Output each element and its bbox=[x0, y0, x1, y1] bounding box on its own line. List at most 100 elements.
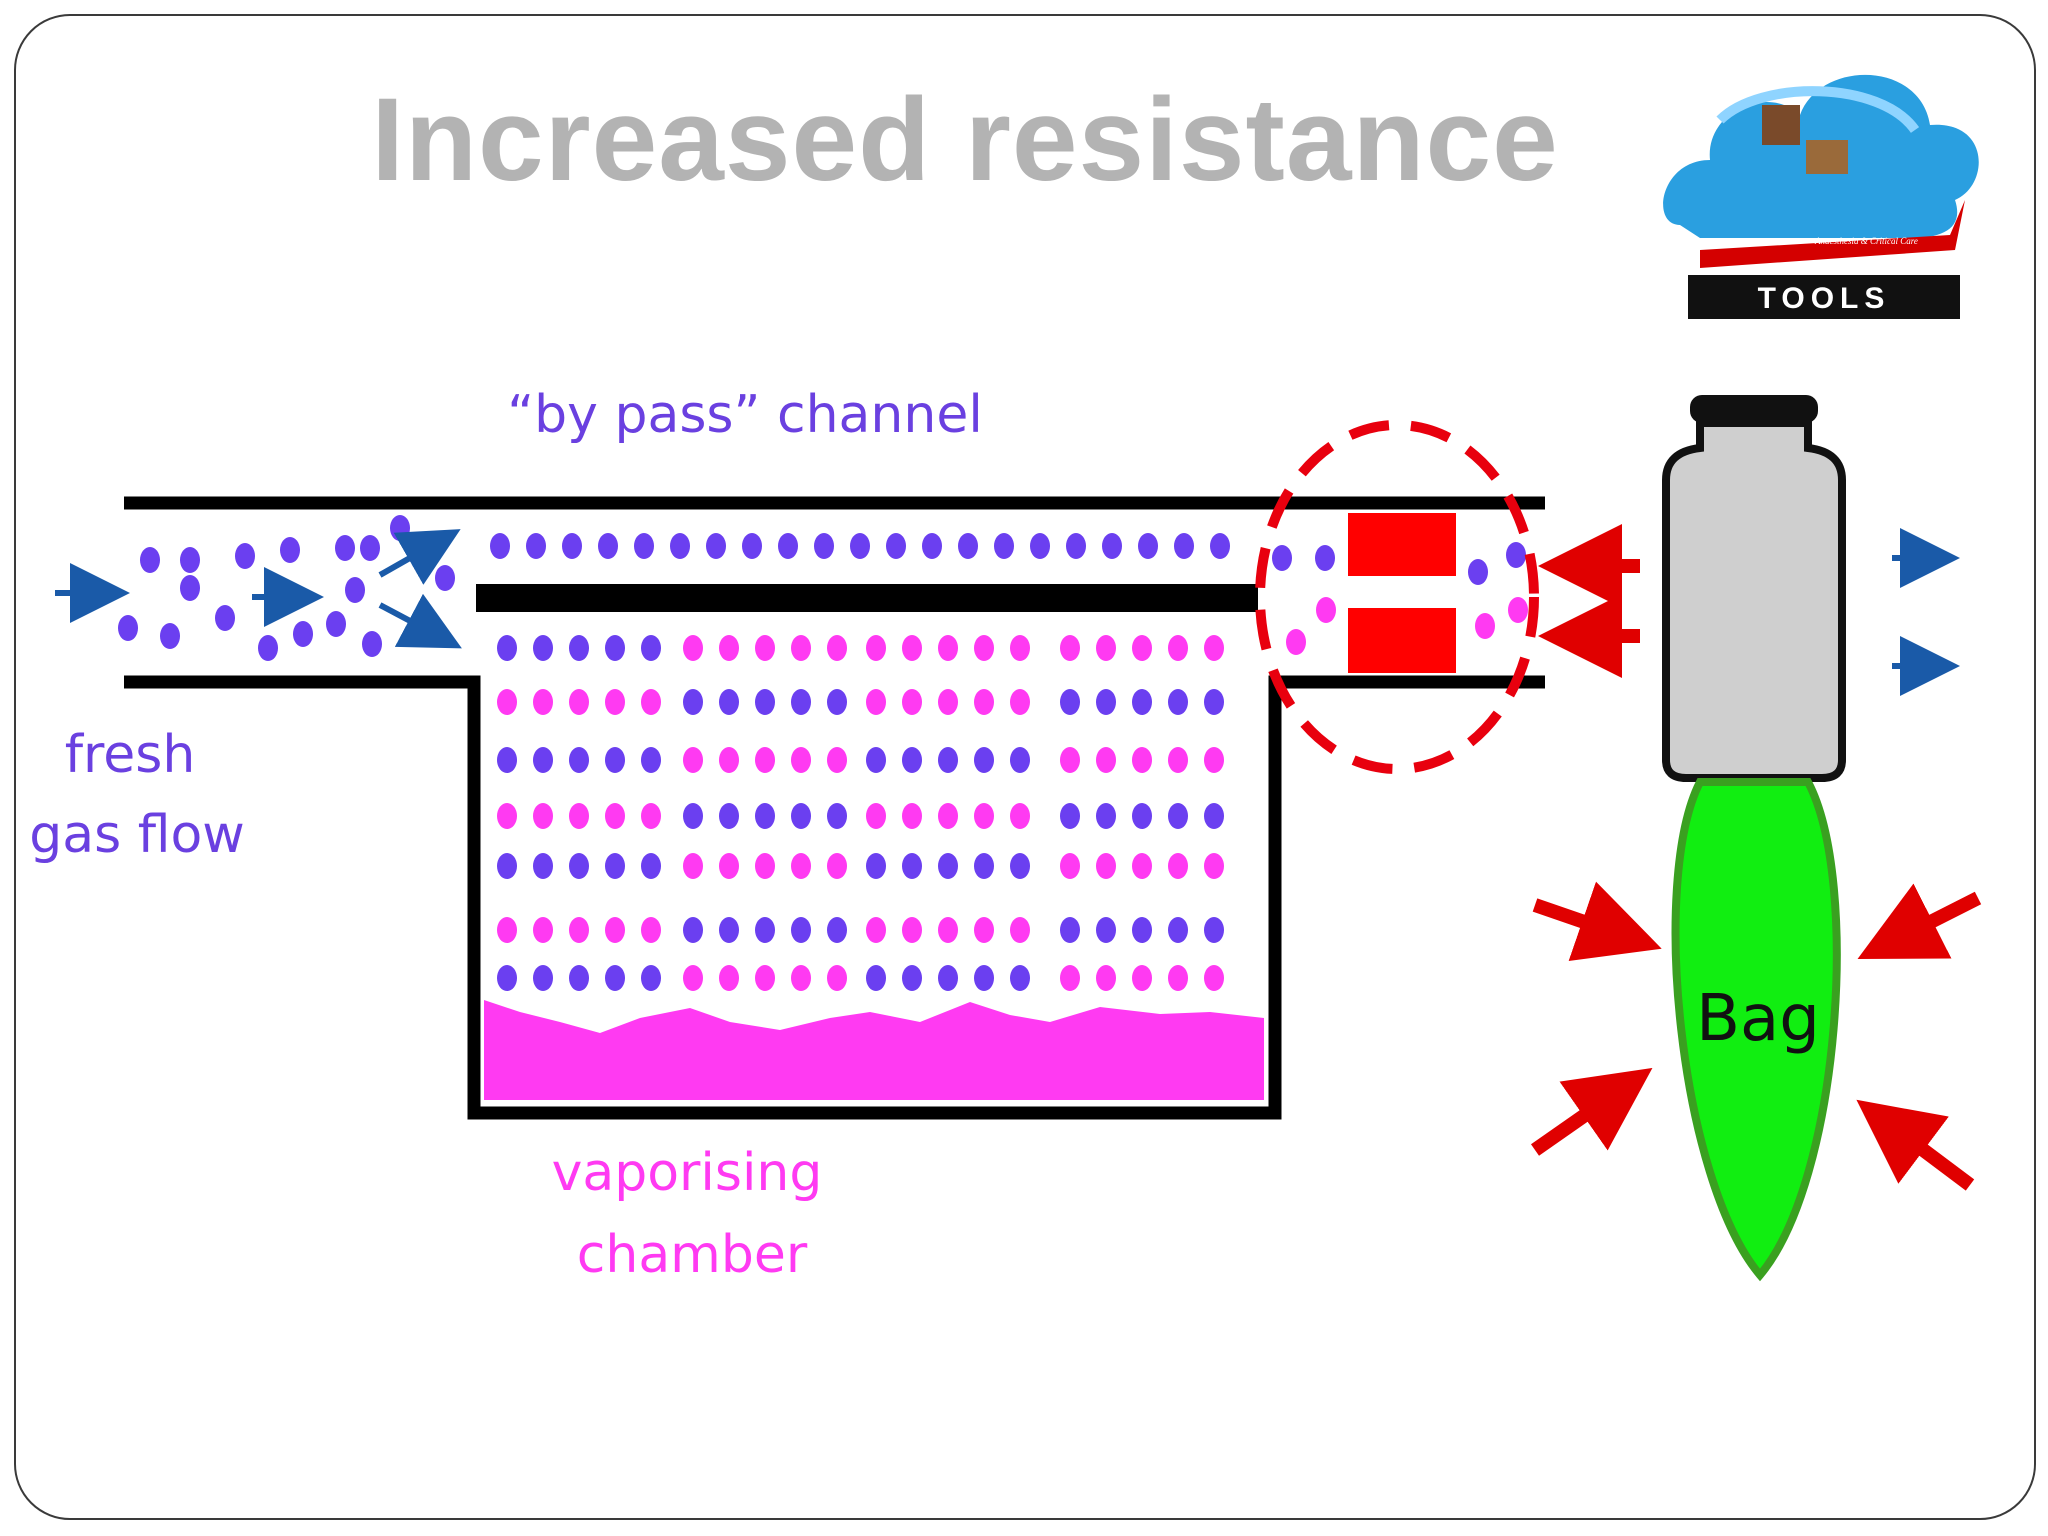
gas-particle bbox=[866, 965, 886, 991]
gas-particle bbox=[1204, 917, 1224, 943]
gas-particle bbox=[605, 803, 625, 829]
gas-particle bbox=[360, 535, 380, 561]
gas-particle bbox=[827, 689, 847, 715]
gas-particle bbox=[497, 747, 517, 773]
gas-particle bbox=[1468, 559, 1488, 585]
gas-particle bbox=[719, 803, 739, 829]
slide-title: Increased resistance bbox=[371, 74, 1559, 206]
gas-particle bbox=[641, 747, 661, 773]
gas-particle bbox=[1060, 689, 1080, 715]
bottle-icon bbox=[1662, 395, 1846, 782]
red-arrow-icon bbox=[1856, 1099, 1975, 1191]
gas-particle bbox=[1132, 917, 1152, 943]
gas-particle bbox=[1060, 853, 1080, 879]
gas-particle bbox=[641, 689, 661, 715]
gas-particle bbox=[569, 803, 589, 829]
gas-particle bbox=[719, 965, 739, 991]
logo-text: TOOLS bbox=[1758, 282, 1891, 315]
gas-particle bbox=[827, 747, 847, 773]
logo-caption: Anaesthesia & Critical Care bbox=[1814, 236, 1918, 246]
gas-particle bbox=[1168, 965, 1188, 991]
red-arrow-icon bbox=[1532, 881, 1662, 962]
gas-particle bbox=[180, 575, 200, 601]
gas-particle bbox=[1010, 635, 1030, 661]
gas-particle bbox=[755, 965, 775, 991]
gas-particle bbox=[791, 853, 811, 879]
gas-particle bbox=[719, 917, 739, 943]
gas-particle bbox=[280, 537, 300, 563]
gas-particle bbox=[641, 917, 661, 943]
gas-particle bbox=[641, 803, 661, 829]
gas-particle bbox=[180, 547, 200, 573]
gas-particle bbox=[1010, 965, 1030, 991]
gas-particle bbox=[1506, 542, 1526, 568]
gas-particle bbox=[497, 689, 517, 715]
gas-particle bbox=[1010, 853, 1030, 879]
gas-particle bbox=[605, 689, 625, 715]
gas-particle bbox=[598, 533, 618, 559]
flow-arrow-icon bbox=[378, 593, 462, 649]
gas-particle bbox=[235, 543, 255, 569]
gas-particle bbox=[683, 635, 703, 661]
gas-particles bbox=[118, 515, 1528, 991]
gas-particle bbox=[1210, 533, 1230, 559]
gas-particle bbox=[215, 605, 235, 631]
gas-particle bbox=[866, 917, 886, 943]
gas-particle bbox=[1204, 965, 1224, 991]
gas-particle bbox=[938, 747, 958, 773]
gas-particle bbox=[569, 917, 589, 943]
gas-particle bbox=[497, 965, 517, 991]
gas-particle bbox=[683, 747, 703, 773]
gas-particle bbox=[938, 635, 958, 661]
gas-particle bbox=[866, 853, 886, 879]
gas-particle bbox=[1204, 803, 1224, 829]
gas-particle bbox=[719, 853, 739, 879]
gas-particle bbox=[683, 917, 703, 943]
gas-particle bbox=[605, 747, 625, 773]
gas-particle bbox=[791, 803, 811, 829]
squeeze-arrows bbox=[1530, 881, 1982, 1191]
gas-particle bbox=[533, 965, 553, 991]
fresh-gas-flow-label-line2: gas flow bbox=[29, 805, 245, 865]
gas-particle bbox=[974, 853, 994, 879]
gas-particle bbox=[605, 917, 625, 943]
gas-particle bbox=[497, 853, 517, 879]
gas-particle bbox=[1060, 965, 1080, 991]
gas-particle bbox=[994, 533, 1014, 559]
gas-particle bbox=[755, 747, 775, 773]
gas-particle bbox=[1010, 803, 1030, 829]
gas-particle bbox=[755, 689, 775, 715]
gas-particle bbox=[683, 853, 703, 879]
gas-particle bbox=[1096, 689, 1116, 715]
gas-particle bbox=[569, 747, 589, 773]
gas-particle bbox=[742, 533, 762, 559]
gas-particle bbox=[1102, 533, 1122, 559]
gas-particle bbox=[938, 689, 958, 715]
gas-particle bbox=[1060, 803, 1080, 829]
gas-particle bbox=[1204, 635, 1224, 661]
gas-particle bbox=[850, 533, 870, 559]
gas-particle bbox=[902, 747, 922, 773]
bypass-channel-label: “by pass” channel bbox=[507, 385, 983, 445]
gas-particle bbox=[605, 635, 625, 661]
gas-particle bbox=[1096, 853, 1116, 879]
gas-particle bbox=[706, 533, 726, 559]
gas-particle bbox=[569, 965, 589, 991]
gas-particle bbox=[902, 853, 922, 879]
gas-particle bbox=[533, 917, 553, 943]
gas-particle bbox=[827, 635, 847, 661]
gas-particle bbox=[533, 689, 553, 715]
gas-particle bbox=[1132, 803, 1152, 829]
gas-particle bbox=[526, 533, 546, 559]
gas-particle bbox=[683, 965, 703, 991]
gas-particle bbox=[791, 689, 811, 715]
gas-particle bbox=[1168, 803, 1188, 829]
gas-particle bbox=[1132, 853, 1152, 879]
gas-particle bbox=[683, 803, 703, 829]
bag-label: Bag bbox=[1696, 982, 1820, 1056]
gas-particle bbox=[938, 965, 958, 991]
gas-particle bbox=[533, 747, 553, 773]
gas-particle bbox=[533, 853, 553, 879]
gas-particle bbox=[326, 611, 346, 637]
gas-particle bbox=[1315, 545, 1335, 571]
